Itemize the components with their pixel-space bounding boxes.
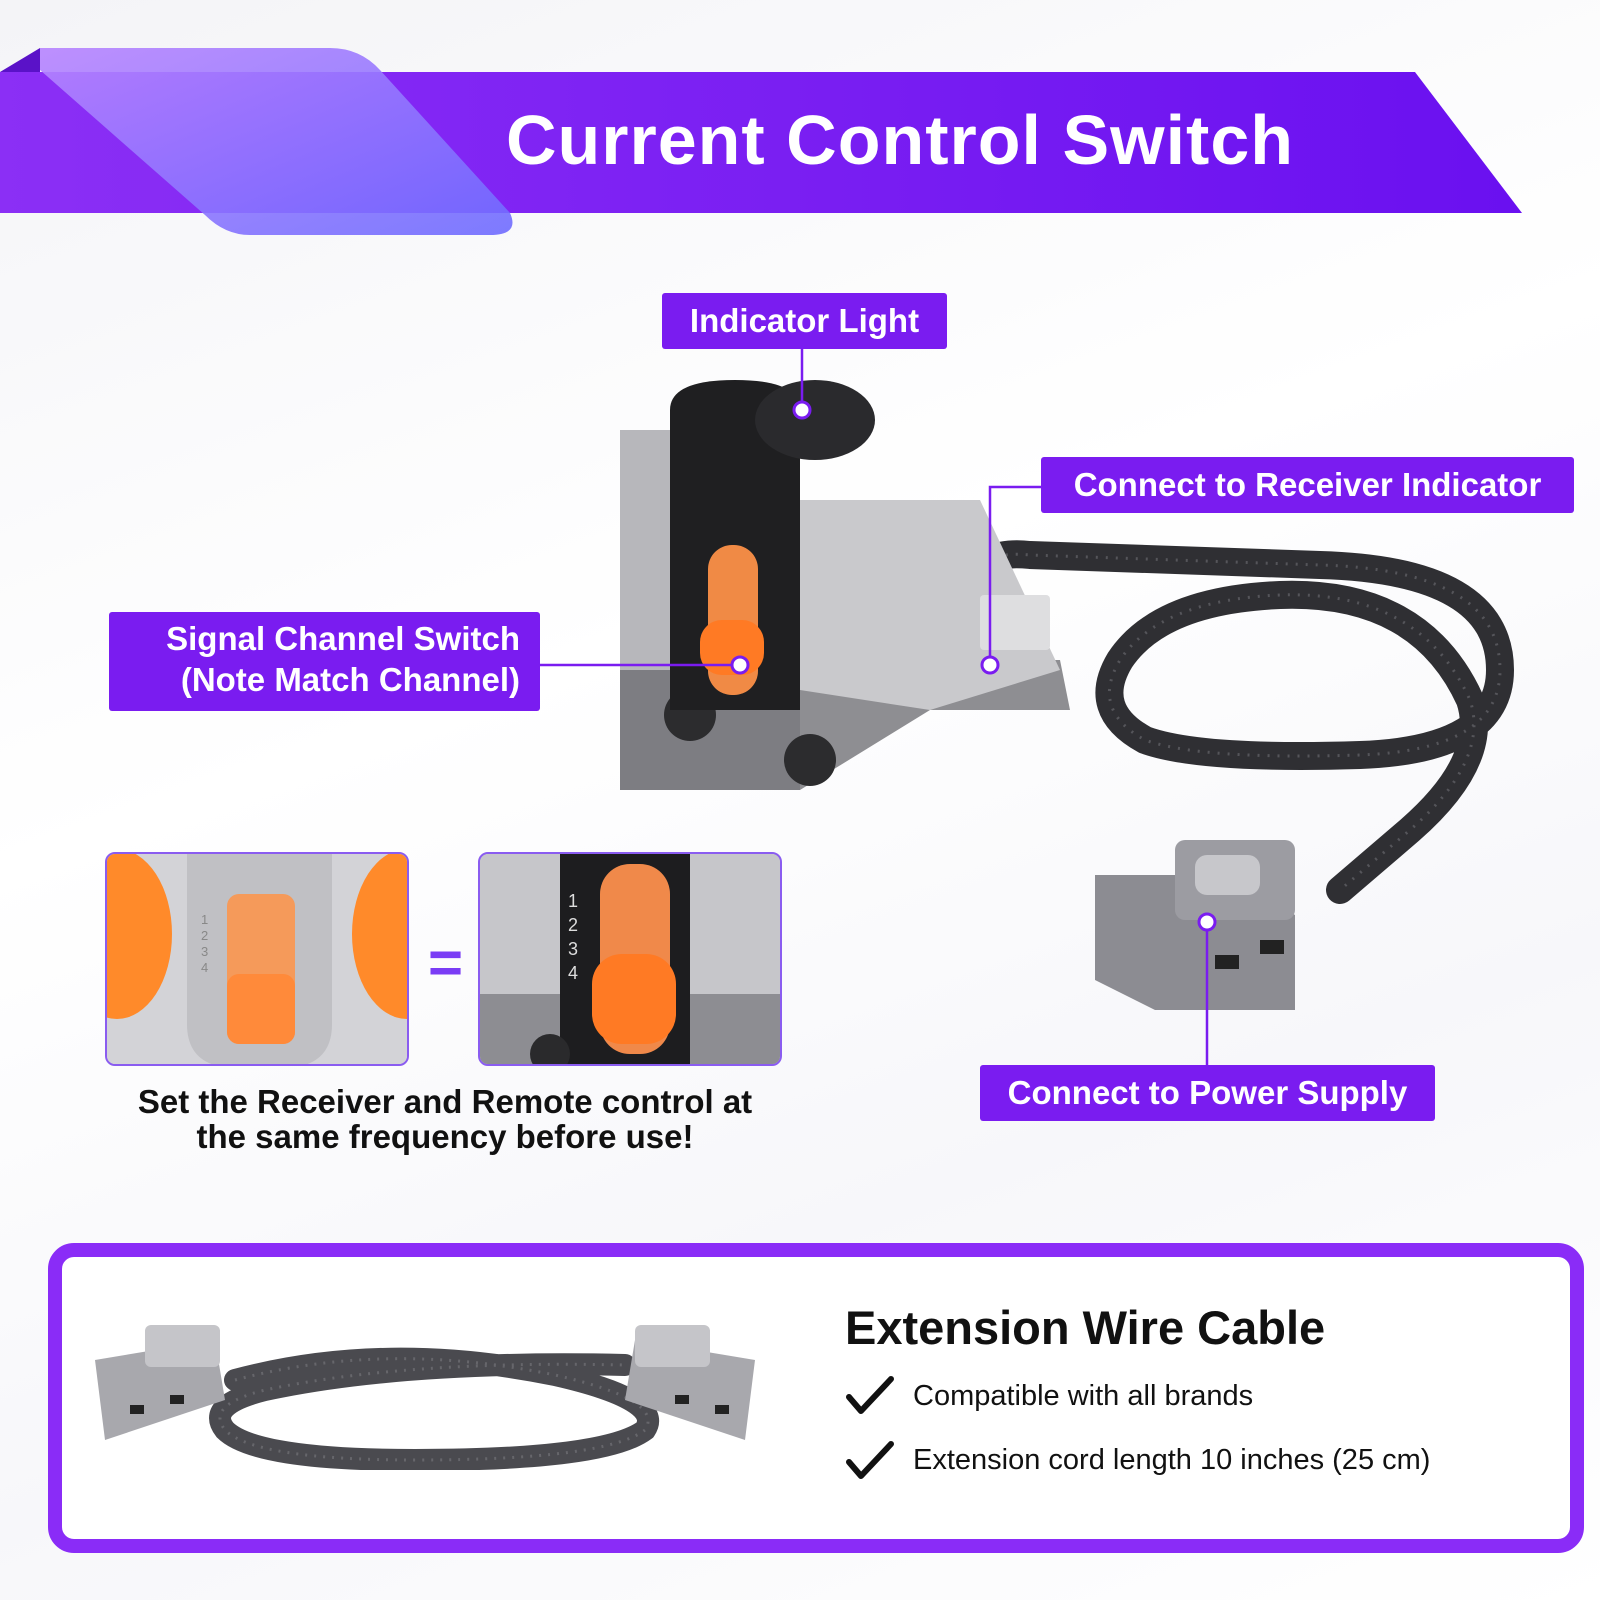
receiver-product-image — [620, 380, 1515, 1010]
extension-title: Extension Wire Cable — [845, 1301, 1326, 1354]
label-channel-switch-line2: (Note Match Channel) — [180, 661, 520, 699]
extension-cable-image — [95, 1325, 755, 1470]
label-indicator-light: Indicator Light — [662, 293, 947, 349]
equals-sign: = — [428, 929, 464, 996]
label-power-supply: Connect to Power Supply — [980, 1065, 1435, 1121]
frequency-caption: Set the Receiver and Remote control at t… — [100, 1083, 790, 1155]
feature-item-length: Extension cord length 10 inches (25 cm) — [913, 1444, 1431, 1476]
caption-line1: Set the Receiver and Remote control at — [137, 1083, 753, 1120]
feature-item-compatibility: Compatible with all brands — [913, 1380, 1254, 1412]
receiver-switch-closeup — [480, 854, 780, 1064]
label-channel-switch-line1: Signal Channel Switch — [166, 620, 520, 657]
page-title: Current Control Switch — [505, 101, 1295, 179]
extension-panel — [48, 1243, 1584, 1553]
banner-fold — [40, 48, 513, 235]
label-receiver-indicator: Connect to Receiver Indicator — [1041, 457, 1574, 513]
check-icon — [846, 1441, 894, 1479]
label-channel-switch: Signal Channel Switch (Note Match Channe… — [109, 612, 540, 711]
caption-line2: the same frequency before use! — [196, 1117, 694, 1155]
check-icon — [846, 1376, 894, 1414]
remote-control-image — [107, 854, 407, 1064]
